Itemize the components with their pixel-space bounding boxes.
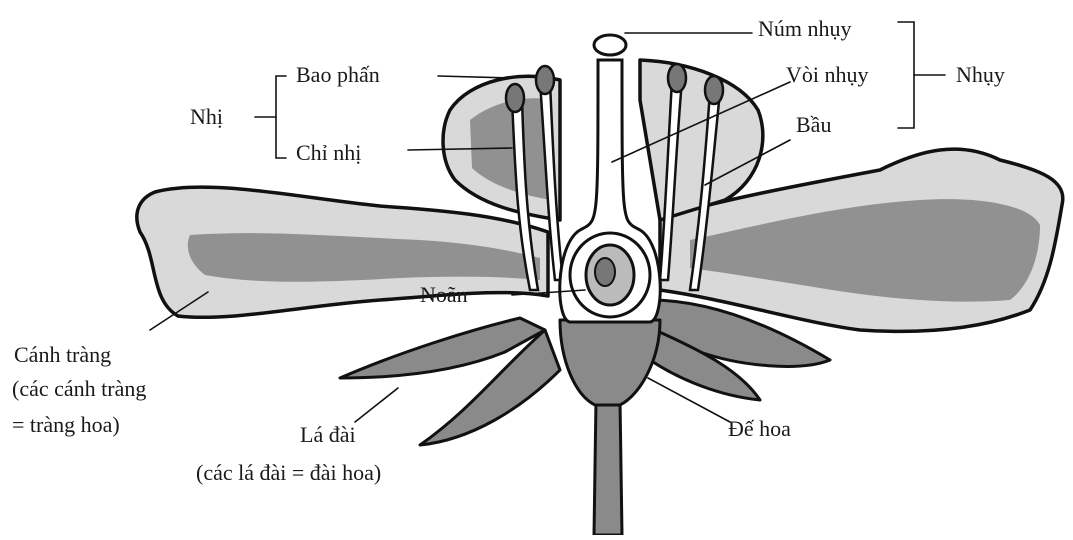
stem (594, 400, 622, 535)
label-ovule: Noãn (420, 282, 468, 307)
label-style: Vòi nhụy (786, 62, 869, 87)
ovule-shape (595, 258, 615, 286)
label-stamen: Nhị (190, 104, 223, 129)
label-petal-2: (các cánh tràng (12, 376, 146, 401)
label-filament: Chỉ nhị (296, 140, 361, 165)
label-pistil: Nhụy (956, 62, 1005, 87)
receptacle (560, 320, 660, 405)
label-stigma: Núm nhụy (758, 16, 852, 41)
stigma-shape (594, 35, 626, 55)
label-receptacle: Đế hoa (728, 416, 791, 441)
label-petal-1: Cánh tràng (14, 342, 111, 367)
label-sepal-1: Lá đài (300, 422, 356, 447)
label-petal-3: = tràng hoa) (12, 412, 120, 437)
label-anther: Bao phấn (296, 62, 380, 87)
label-ovary: Bầu (796, 112, 831, 137)
label-sepal-2: (các lá đài = đài hoa) (196, 460, 381, 485)
